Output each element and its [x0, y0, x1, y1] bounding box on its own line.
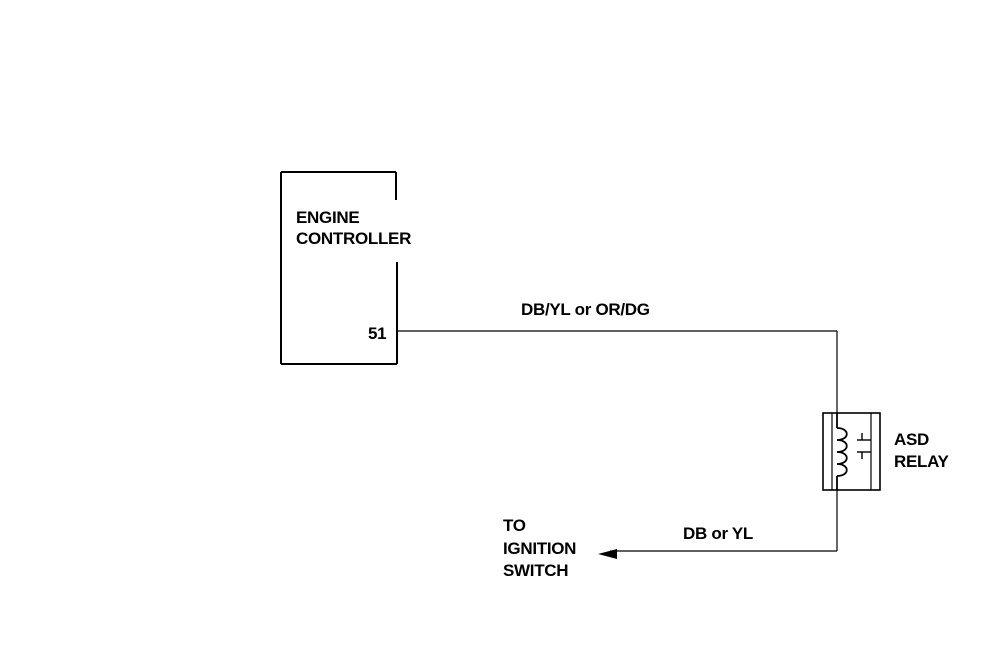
top-wire-color-label: DB/YL or OR/DG	[521, 300, 650, 319]
ignition-label-line1: TO	[503, 516, 526, 535]
wire-db-or-yl	[610, 490, 838, 552]
pin-number: 51	[368, 324, 387, 343]
asd-relay-label-line1: ASD	[894, 430, 929, 449]
arrow-left-icon	[598, 549, 617, 559]
asd-relay-label-line2: RELAY	[894, 452, 949, 471]
relay-outer-box	[822, 412, 881, 491]
wire-db-yl	[397, 330, 838, 413]
bottom-wire-color-label: DB or YL	[683, 524, 754, 543]
engine-controller-box	[280, 171, 398, 365]
engine-controller-label-line1: ENGINE	[296, 208, 360, 227]
relay-coil-icon	[836, 413, 848, 490]
relay-contact-icon	[857, 433, 871, 459]
ignition-label-line2: IGNITION	[503, 539, 577, 558]
ignition-label-line3: SWITCH	[503, 561, 569, 580]
engine-controller-label-line2: CONTROLLER	[296, 229, 412, 248]
asd-relay-symbol	[822, 412, 881, 491]
